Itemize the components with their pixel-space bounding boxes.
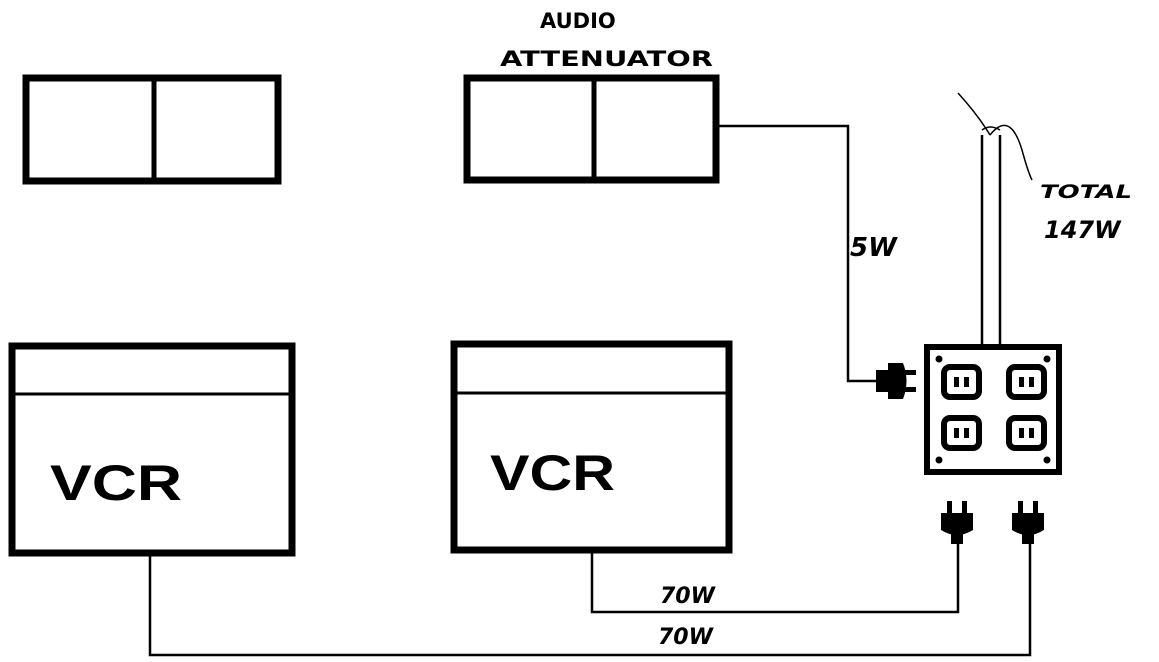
attenuator-power-cord	[716, 124, 878, 383]
audio-attenuator-box	[463, 74, 720, 184]
vcr-right-power-cord	[590, 544, 960, 614]
vcr-left-power-label: 70W	[658, 625, 715, 650]
vcr-left-label: VCR	[50, 455, 182, 511]
audio-attenuator-label-line1: AUDIO	[540, 9, 616, 33]
outlet-socket-icon	[941, 415, 982, 451]
attenuator-power-label: 5W	[850, 233, 898, 263]
vcr-left-power-cord	[148, 544, 1032, 657]
mains-cord	[957, 92, 1033, 347]
vcr-left	[8, 342, 296, 557]
outlet-socket-icon	[941, 364, 982, 400]
vcr-left-plug-icon	[1012, 501, 1044, 544]
left-double-box	[22, 74, 282, 185]
attenuator-plug-icon	[876, 363, 916, 399]
power-outlet-box	[924, 344, 1062, 475]
vcr-right-plug-icon	[941, 501, 973, 544]
outlet-socket-icon	[1006, 415, 1047, 451]
total-power-label-line2: 147W	[1044, 216, 1122, 244]
vcr-right-power-label: 70W	[660, 584, 717, 609]
vcr-right-label: VCR	[490, 445, 615, 501]
outlet-socket-icon	[1006, 364, 1047, 400]
total-power-label-line1: TOTAL	[1040, 181, 1132, 203]
audio-attenuator-label-line2: ATTENUATOR	[500, 47, 713, 71]
